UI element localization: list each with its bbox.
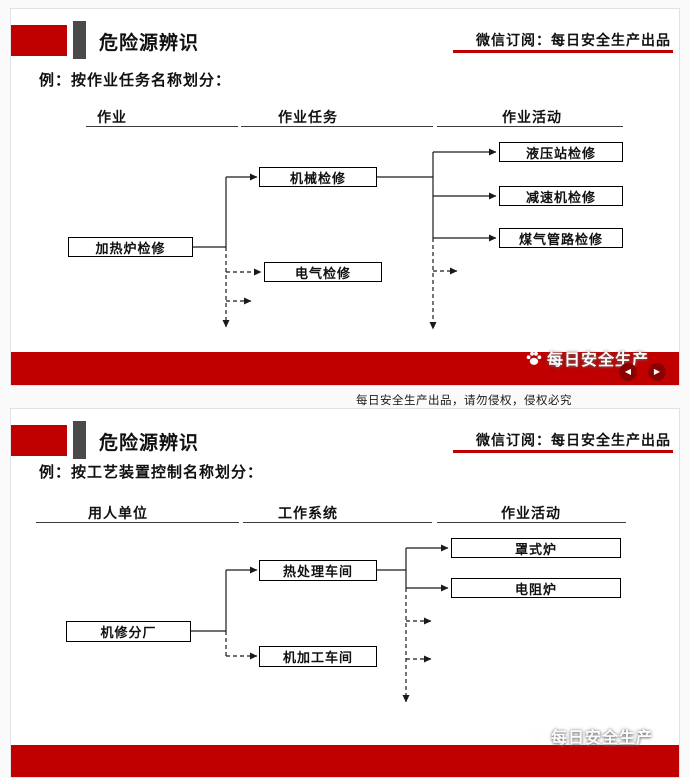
slide-title: 危险源辨识 — [99, 433, 200, 454]
paw-icon — [530, 729, 546, 743]
column-underline — [243, 522, 432, 523]
column-underline — [241, 126, 433, 127]
nav-prev-button[interactable]: ◀ — [619, 363, 637, 381]
column-header-activity: 作业活动 — [501, 505, 561, 521]
column-header-system: 工作系统 — [278, 505, 338, 521]
watermark: 每日安全生产 — [529, 724, 653, 748]
flow-node-activity1: 罩式炉 — [451, 538, 621, 558]
column-underline — [36, 522, 239, 523]
slide-title: 危险源辨识 — [99, 33, 200, 54]
flow-node-activity1: 液压站检修 — [499, 142, 623, 162]
column-header-work: 作业 — [97, 109, 127, 125]
example-label: 例：按工艺装置控制名称划分： — [39, 464, 264, 481]
column-header-task: 作业任务 — [278, 109, 338, 125]
header-dark-bar — [73, 21, 86, 59]
subscription-text: 微信订阅：每日安全生产出品 — [476, 32, 671, 48]
watermark-text: 每日安全生产 — [551, 730, 654, 747]
left-arrow-icon: ◀ — [624, 367, 632, 376]
header-red-block — [11, 425, 67, 456]
subscription-text: 微信订阅：每日安全生产出品 — [476, 432, 671, 448]
example-label: 例：按作业任务名称划分： — [39, 72, 232, 89]
column-underline — [437, 126, 623, 127]
flow-node-task2: 电气检修 — [264, 262, 382, 282]
copyright-notice: 每日安全生产出品，请勿侵权，侵权必究 — [356, 395, 572, 407]
slide-1: 危险源辨识 微信订阅：每日安全生产出品 例：按作业任务名称划分： 作业 作业任务… — [10, 8, 680, 386]
bottom-red-bar — [11, 745, 679, 777]
subscription-underline — [453, 450, 673, 453]
header-dark-bar — [73, 421, 86, 459]
connector-dashed-lines — [225, 588, 432, 703]
flow-node-activity3: 煤气管路检修 — [499, 228, 623, 248]
flow-node-system2: 机加工车间 — [259, 646, 377, 667]
flow-node-system1: 热处理车间 — [259, 560, 377, 581]
connector-dashed-lines — [222, 238, 458, 330]
flow-node-activity2: 减速机检修 — [499, 186, 623, 206]
bottom-red-bar — [11, 352, 679, 385]
flow-node-task1: 机械检修 — [259, 167, 377, 187]
column-underline — [437, 522, 626, 523]
column-header-employer: 用人单位 — [88, 505, 148, 521]
header-red-block — [11, 25, 67, 56]
paw-icon — [526, 351, 542, 365]
flow-node-root: 加热炉检修 — [68, 237, 193, 257]
flow-node-activity2: 电阻炉 — [451, 578, 621, 598]
subscription-underline — [453, 50, 673, 53]
column-header-activity: 作业活动 — [502, 109, 562, 125]
nav-next-button[interactable]: ▶ — [648, 363, 666, 381]
slide-2: 危险源辨识 微信订阅：每日安全生产出品 例：按工艺装置控制名称划分： 用人单位 … — [10, 408, 680, 778]
right-arrow-icon: ▶ — [653, 367, 661, 376]
flow-node-root: 机修分厂 — [66, 621, 191, 642]
column-underline — [86, 126, 238, 127]
